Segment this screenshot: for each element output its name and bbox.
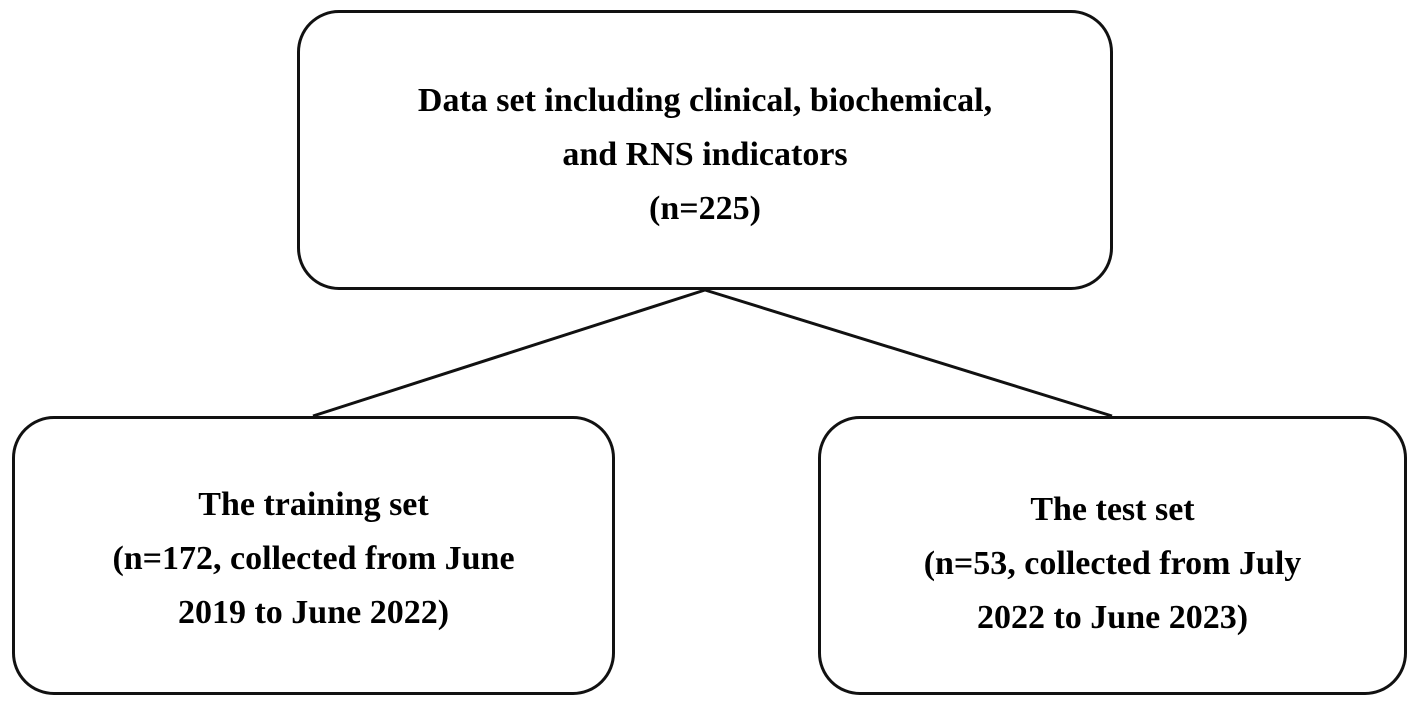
dataset-line-1: Data set including clinical, biochemical… — [417, 82, 993, 119]
training-set-box: The training set (n=172, collected from … — [12, 416, 615, 695]
test-set-line-1: The test set — [1030, 490, 1195, 528]
connector-root-to-test — [704, 288, 1113, 418]
dataset-line-2: and RNS indicators — [562, 136, 848, 173]
dataset-line-3: (n=225) — [649, 190, 761, 227]
training-set-line-1: The training set — [198, 485, 429, 523]
test-set-line-3: 2022 to June 2023) — [976, 598, 1249, 636]
training-set-line-3: 2019 to June 2022) — [177, 593, 450, 631]
training-set-line-2: (n=172, collected from June — [112, 539, 515, 577]
test-set-box: The test set (n=53, collected from July … — [818, 416, 1407, 695]
test-set-line-2: (n=53, collected from July — [923, 544, 1302, 582]
connector-root-to-training — [312, 288, 706, 418]
dataset-box: Data set including clinical, biochemical… — [297, 10, 1113, 290]
